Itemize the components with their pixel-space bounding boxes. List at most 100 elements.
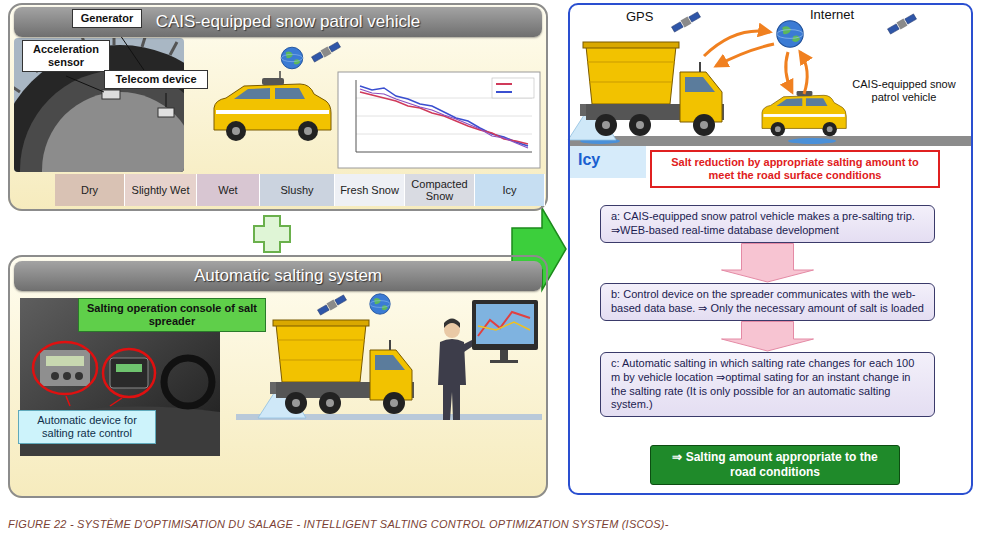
icy-ground [570, 146, 646, 178]
icon-label: Internet [810, 7, 854, 22]
label-text: Salt reduction by appropriate salting am… [660, 156, 930, 182]
outcome-box: ⇒ Salting amount appropriate to the road… [650, 445, 900, 485]
road-condition-cell: Icy [475, 174, 545, 206]
label-text: GPS [626, 9, 653, 24]
road-condition-cell: Dry [55, 174, 125, 206]
cab-photo [40, 350, 90, 386]
monitor-screen [478, 312, 530, 336]
flow-arrow [722, 244, 814, 283]
label-text: ⇒ Salting amount appropriate to the road… [659, 450, 891, 480]
cab-photo [66, 396, 70, 406]
label-text: Acceleration sensor [27, 43, 105, 69]
panel-fill [8, 255, 548, 498]
data-link-arrow [716, 44, 774, 66]
sensing-panel: CAIS-equipped snow patrol vehicle Generat… [8, 3, 548, 211]
process-box: b: Control device on the spreader commun… [600, 283, 935, 321]
cab-photo [110, 398, 122, 406]
road-condition-cell: Slightly Wet [125, 174, 197, 206]
satellite-icon [311, 41, 341, 63]
tire-illustration [42, 92, 184, 172]
measurement-chart [492, 78, 534, 98]
cab-photo [51, 372, 59, 380]
text-slot: c: Automatic salting in which salting ra… [611, 357, 924, 412]
operator-figure [444, 319, 460, 329]
panel-header: Automatic salting system [14, 261, 542, 291]
monitor-screen [500, 350, 508, 360]
measurement-chart [338, 72, 540, 168]
data-link-arrow [704, 31, 770, 56]
text-slot: Salting operation console of salt spread… [85, 302, 259, 328]
globe-icon [777, 21, 803, 47]
panel-fill [568, 3, 973, 495]
globe-icon [370, 294, 390, 314]
text-slot: Salt reduction by appropriate salting am… [660, 156, 930, 182]
cab-photo [33, 342, 97, 394]
text-slot: Icy [502, 184, 516, 196]
label-text: Compacted Snow [407, 178, 472, 202]
tire-illustration [14, 38, 184, 172]
road [570, 136, 971, 146]
label-text: Dry [81, 184, 98, 196]
label-text: Automatic device for salting rate contro… [25, 414, 149, 440]
monitor-screen [478, 322, 530, 330]
text-slot: Slightly Wet [132, 184, 190, 196]
tire-illustration [102, 90, 120, 99]
road-condition-cell: Slushy [260, 174, 335, 206]
label-text: Fresh Snow [340, 184, 399, 196]
cab-photo [164, 358, 212, 406]
label-text: a: CAIS-equipped snow patrol vehicle mak… [611, 210, 924, 238]
text-slot: Acceleration sensor [27, 43, 105, 69]
label-text: CAIS-equipped snow patrol vehicle [156, 12, 421, 32]
condition-label: Icy [578, 151, 600, 169]
text-slot: a: CAIS-equipped snow patrol vehicle mak… [611, 210, 924, 238]
ice-patch [788, 138, 836, 144]
text-slot: Telecom device [109, 73, 203, 86]
text-slot: Compacted Snow [407, 178, 472, 202]
label-text: Generator [77, 12, 137, 25]
figure-caption: FIGURE 22 - SYSTÈME D'OPTIMISATION DU SA… [8, 518, 669, 530]
spreader-truck-icon [258, 320, 414, 418]
data-link-arrow [704, 31, 807, 94]
measurement-chart [360, 92, 528, 144]
measurement-chart [496, 83, 512, 85]
label-text: Slightly Wet [132, 184, 190, 196]
label-text: Icy [578, 151, 600, 169]
text-slot: b: Control device on the spreader commun… [611, 288, 924, 316]
monitor-screen [490, 360, 518, 363]
text-slot: Slushy [280, 184, 313, 196]
caption-slot: FIGURE 22 - SYSTÈME D'OPTIMISATION DU SA… [8, 518, 669, 530]
tire-illustration [158, 108, 174, 117]
text-slot: Automatic device for salting rate contro… [25, 414, 149, 440]
salting-panel: Automatic salting systemSalting operatio… [8, 255, 548, 498]
text-slot: Fresh Snow [340, 184, 399, 196]
tire-illustration [20, 70, 184, 172]
label-text: c: Automatic salting in which salting ra… [611, 357, 924, 412]
label-text: CAIS-equipped snow patrol vehicle [848, 78, 960, 104]
globe-icon [281, 47, 303, 69]
text-slot: Dry [81, 184, 98, 196]
callout-box: Salting operation console of salt spread… [78, 298, 266, 332]
satellite-icon [317, 294, 347, 316]
label-text: Slushy [280, 184, 313, 196]
process-box: a: CAIS-equipped snow patrol vehicle mak… [600, 205, 935, 243]
road-condition-cell: Fresh Snow [335, 174, 405, 206]
flow-arrow [722, 322, 814, 352]
monitor-screen [472, 300, 538, 350]
cab-photo [103, 349, 155, 397]
part-label: Telecom device [104, 70, 208, 89]
monitor-screen [472, 300, 538, 363]
result-box: Salt reduction by appropriate salting am… [650, 150, 940, 188]
process-box: c: Automatic salting in which salting ra… [600, 352, 935, 417]
label-text: Telecom device [109, 73, 203, 86]
part-label: Generator [72, 9, 142, 28]
spreader-truck-icon [568, 42, 724, 140]
system-panel: GPS InternetCAIS-equipped snow patrol veh… [568, 3, 973, 495]
measurement-chart [338, 72, 540, 168]
cab-photo [63, 372, 71, 380]
label-text: Wet [218, 184, 237, 196]
cab-photo [46, 356, 84, 366]
leader-line [166, 93, 167, 107]
label-text: Automatic salting system [194, 266, 382, 286]
patrol-car-icon [762, 91, 846, 136]
part-label: Acceleration sensor [22, 40, 110, 72]
